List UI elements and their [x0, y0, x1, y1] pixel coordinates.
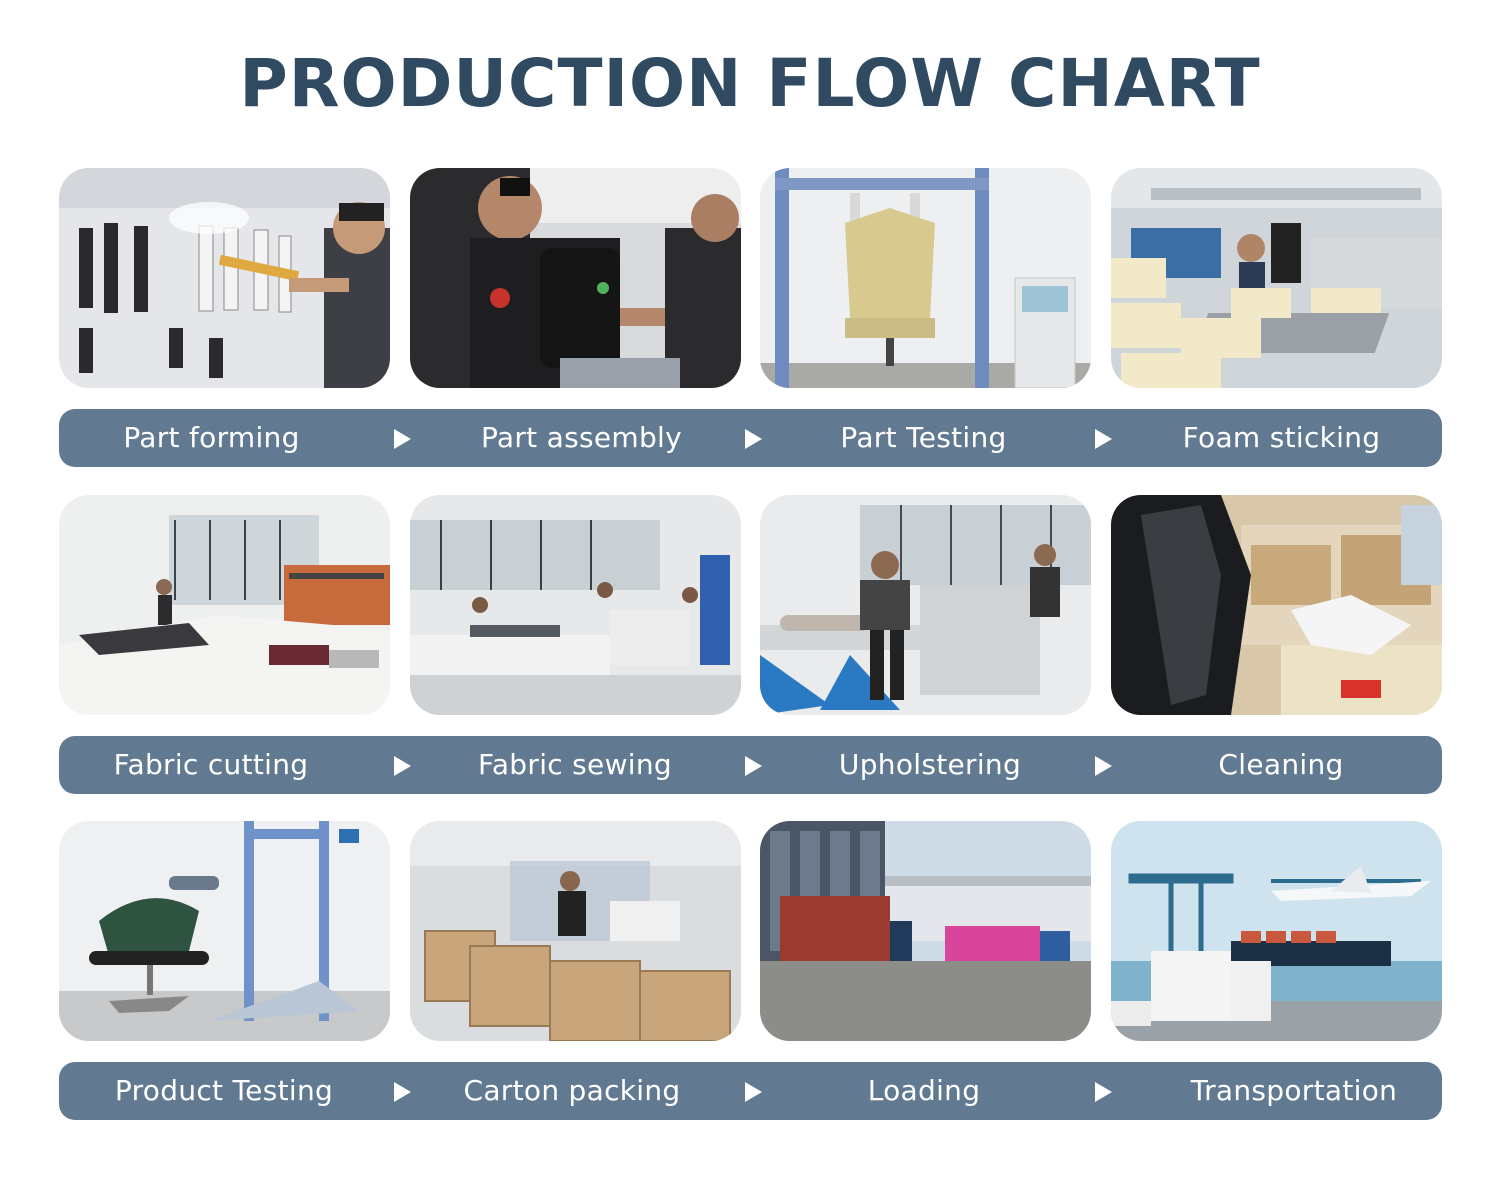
- flow-bar-row-1: Part forming Part assembly Part Testing …: [59, 409, 1442, 467]
- flow-bar-row-2: Fabric cutting Fabric sewing Upholsterin…: [59, 736, 1442, 794]
- photo-transportation: [1111, 821, 1442, 1041]
- step-label-part-forming: Part forming: [123, 421, 300, 454]
- flow-arrow-icon: [745, 1082, 762, 1102]
- flow-arrow-icon: [745, 429, 762, 449]
- step-label-foam-sticking: Foam sticking: [1182, 421, 1381, 454]
- page-title: PRODUCTION FLOW CHART: [239, 45, 1261, 122]
- photo-part-assembly: [410, 168, 741, 388]
- step-label-fabric-cutting: Fabric cutting: [113, 748, 309, 781]
- flow-arrow-icon: [1095, 429, 1112, 449]
- flow-arrow-icon: [745, 756, 762, 776]
- step-label-carton-packing: Carton packing: [463, 1074, 681, 1107]
- photo-cleaning: [1111, 495, 1442, 715]
- step-label-transportation: Transportation: [1190, 1074, 1398, 1107]
- flow-arrow-icon: [394, 756, 411, 776]
- photo-product-testing: [59, 821, 390, 1041]
- flow-arrow-icon: [1095, 756, 1112, 776]
- step-label-upholstering: Upholstering: [838, 748, 1022, 781]
- step-label-cleaning: Cleaning: [1218, 748, 1344, 781]
- step-label-product-testing: Product Testing: [114, 1074, 334, 1107]
- photo-loading: [760, 821, 1091, 1041]
- flow-arrow-icon: [394, 429, 411, 449]
- photo-fabric-sewing: [410, 495, 741, 715]
- flow-bar-row-3: Product Testing Carton packing Loading T…: [59, 1062, 1442, 1120]
- step-label-fabric-sewing: Fabric sewing: [478, 748, 672, 781]
- flow-arrow-icon: [1095, 1082, 1112, 1102]
- flow-arrow-icon: [394, 1082, 411, 1102]
- photo-carton-packing: [410, 821, 741, 1041]
- step-label-part-testing: Part Testing: [840, 421, 1007, 454]
- step-label-part-assembly: Part assembly: [480, 421, 683, 454]
- step-label-loading: Loading: [867, 1074, 981, 1107]
- photo-part-forming: [59, 168, 390, 388]
- photo-fabric-cutting: [59, 495, 390, 715]
- photo-upholstering: [760, 495, 1091, 715]
- photo-foam-sticking: [1111, 168, 1442, 388]
- photo-part-testing: [760, 168, 1091, 388]
